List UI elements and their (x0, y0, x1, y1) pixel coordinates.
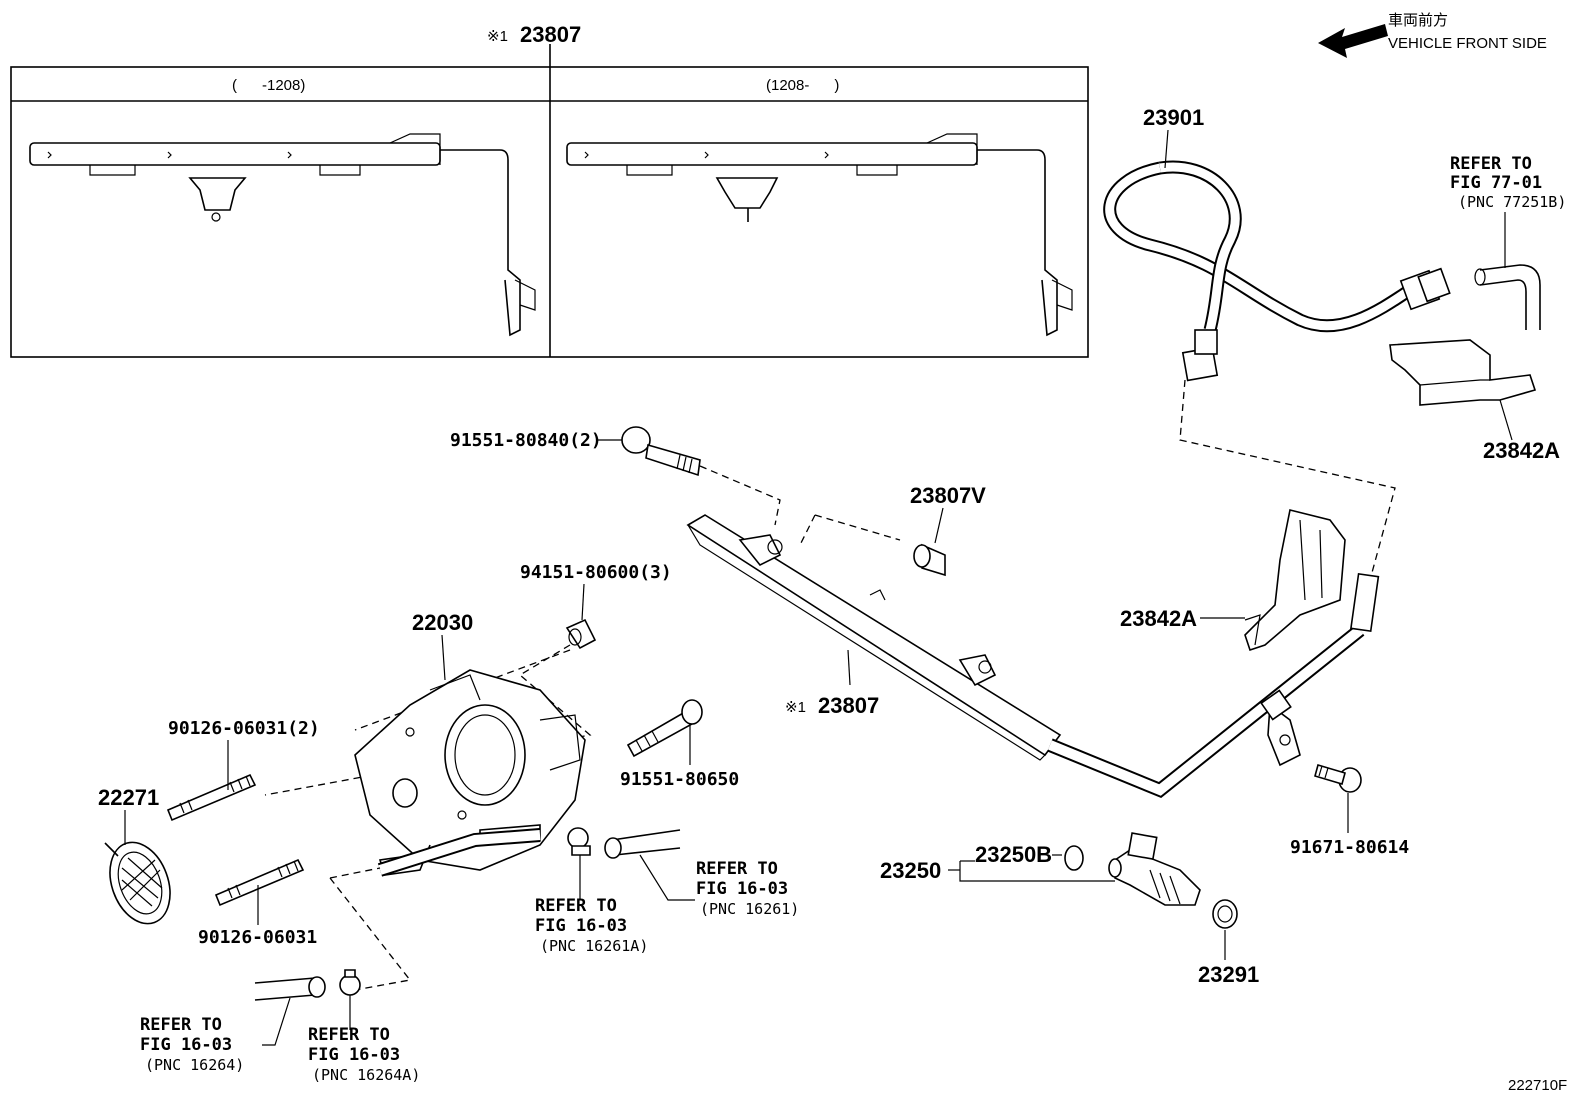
fuel-rail-late-drawing (566, 133, 1073, 337)
dash-16264 (329, 867, 412, 991)
part-22271: 22271 (98, 785, 159, 810)
hose-throttle-outlet (377, 828, 541, 877)
part-91671-80614: 91671-80614 (1290, 837, 1409, 858)
fuel-hose-23901 (1103, 160, 1451, 382)
ref-16261a-line1: REFER TO (535, 896, 617, 916)
oring-23250b (1064, 845, 1084, 871)
ref-16264-pnc: (PNC 16264) (145, 1056, 244, 1074)
part-90126-06031-2: 90126-06031(2) (168, 718, 320, 739)
clip-23842a-top (1389, 339, 1537, 441)
part-22030: 22030 (412, 610, 473, 635)
inset-part-number: 23807 (520, 22, 581, 47)
leader-23901 (1164, 129, 1169, 169)
part-94151-80600: 94151-80600(3) (520, 562, 672, 583)
front-label-jp: 車両前方 (1388, 12, 1448, 29)
insulator-23291 (1212, 899, 1238, 929)
fuel-rail-early-drawing (29, 133, 536, 337)
part-23807: 23807 (818, 693, 879, 718)
part-23250b: 23250B (975, 842, 1052, 867)
inset-marker: ※1 (487, 28, 508, 45)
bracket-23250 (959, 861, 1115, 882)
part-23901: 23901 (1143, 105, 1204, 130)
clamp-16264a (339, 969, 361, 1030)
part-23807v: 23807V (910, 483, 986, 508)
ref-fig77-line1: REFER TO (1450, 154, 1532, 174)
dash-hose-rail (1179, 379, 1396, 581)
ref-fig77-line2: FIG 77-01 (1450, 173, 1542, 193)
cushion-23807v (913, 543, 946, 577)
leader-94151-80600 (581, 583, 585, 621)
ref-16264a-line2: FIG 16-03 (308, 1045, 400, 1065)
inset-left-label: ( -1208) (232, 77, 305, 94)
part-23250: 23250 (880, 858, 941, 883)
hose-16261 (604, 829, 695, 901)
ref-16264a-pnc: (PNC 16264A) (312, 1066, 420, 1084)
injector-23250 (1108, 832, 1201, 906)
ref-16264-line2: FIG 16-03 (140, 1035, 232, 1055)
figure-id: 222710F (1508, 1077, 1567, 1094)
leader-23807v (934, 507, 944, 544)
ref-16261a-line2: FIG 16-03 (535, 916, 627, 936)
clip-23842a-mid (1244, 509, 1346, 652)
stud-90126-06031 (214, 858, 305, 907)
part-23291: 23291 (1198, 962, 1259, 987)
bolt-91551-80840 (621, 426, 701, 477)
vehicle-front-arrow (1318, 24, 1388, 58)
ref-16264a-line1: REFER TO (308, 1025, 390, 1045)
ref-16261a-pnc: (PNC 16261A) (540, 937, 648, 955)
bolt-91671-80614 (1314, 764, 1362, 793)
ref-16261-line1: REFER TO (696, 859, 778, 879)
front-label-en: VEHICLE FRONT SIDE (1388, 35, 1547, 52)
part-91551-80650: 91551-80650 (620, 769, 739, 790)
hose-16264 (254, 976, 326, 1046)
ref-fig77-pnc: (PNC 77251B) (1458, 193, 1566, 211)
part-23842a-mid: 23842A (1120, 606, 1197, 631)
ref-16261-line2: FIG 16-03 (696, 879, 788, 899)
stud-90126-06031-2 (166, 773, 257, 822)
nut-94151-80600 (565, 618, 597, 650)
bolt-91551-80650 (626, 699, 703, 758)
part-23842a-top: 23842A (1483, 438, 1560, 463)
part-91551-80840: 91551-80840(2) (450, 430, 602, 451)
dash-bolt-80840 (699, 465, 781, 526)
inset-right-label: (1208- ) (766, 77, 839, 94)
gasket-22271 (104, 841, 171, 925)
tube-77251b (1474, 212, 1541, 330)
inset-box (10, 44, 1089, 358)
ref-16264-line1: REFER TO (140, 1015, 222, 1035)
part-23807-marker: ※1 (785, 699, 806, 716)
clamp-16261a (567, 827, 591, 900)
dash-23807v (799, 514, 901, 546)
ref-16261-pnc: (PNC 16261) (700, 900, 799, 918)
leader-23807 (847, 649, 851, 686)
fuel-rail-23807 (686, 514, 1380, 799)
leader-22030 (441, 634, 446, 681)
part-90126-06031: 90126-06031 (198, 927, 317, 948)
